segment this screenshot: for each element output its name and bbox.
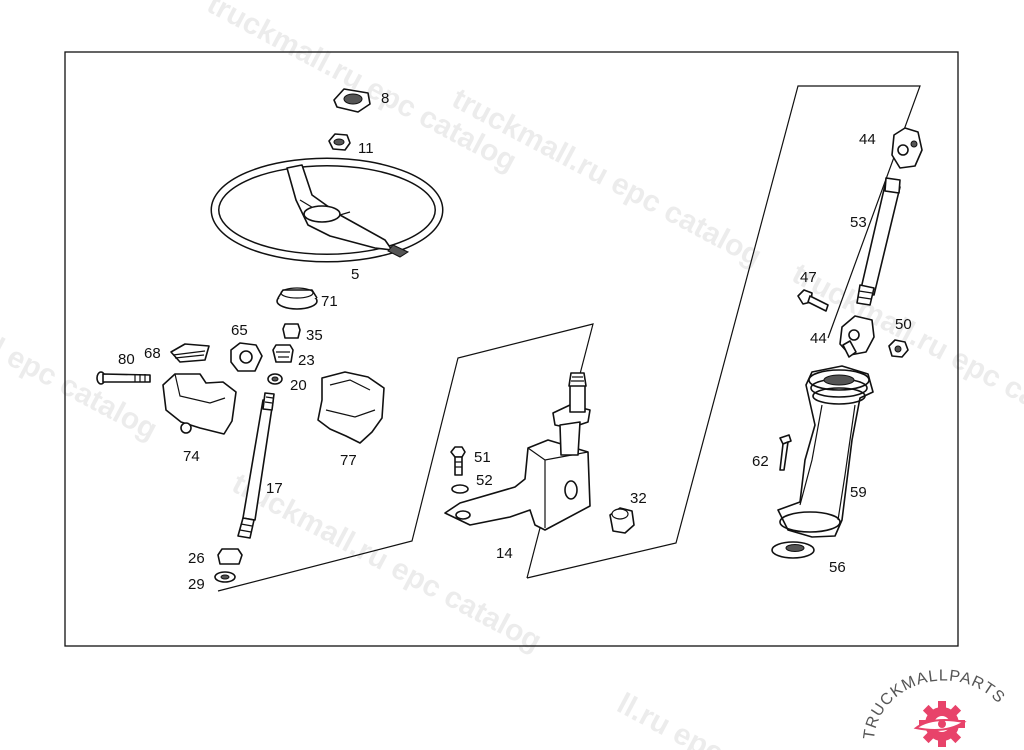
part-65-switch — [230, 342, 263, 372]
callout-68: 68 — [144, 345, 161, 362]
callout-23: 23 — [298, 352, 315, 369]
callout-77: 77 — [340, 452, 357, 469]
part-29-washer — [214, 571, 236, 583]
callout-14: 14 — [496, 545, 513, 562]
part-59-boot — [777, 365, 874, 538]
diagram-frame — [64, 51, 959, 647]
part-68-plate — [170, 343, 210, 363]
part-17-shaft — [237, 392, 275, 539]
watermark-text: l epc catalog — [0, 332, 163, 446]
part-50-nut — [888, 339, 909, 358]
callout-59: 59 — [850, 484, 867, 501]
part-51-bolt — [450, 446, 466, 476]
part-20-washer — [267, 373, 283, 385]
callout-17: 17 — [266, 480, 283, 497]
part-44-lower-joint — [839, 315, 875, 358]
callout-35: 35 — [306, 327, 323, 344]
watermark-text: ll.ru epc — [612, 687, 729, 750]
part-8-cover — [333, 88, 371, 113]
callout-50: 50 — [895, 316, 912, 333]
part-44-upper-joint — [891, 127, 923, 169]
truckmallparts-logo: TRUCKMALLPARTS — [861, 668, 1007, 747]
callout-47: 47 — [800, 269, 817, 286]
callout-51: 51 — [474, 449, 491, 466]
callout-44: 44 — [810, 330, 827, 347]
part-32-cap — [609, 507, 635, 534]
part-62-screw — [779, 434, 792, 471]
callout-5: 5 — [351, 266, 359, 283]
callout-74: 74 — [183, 448, 200, 465]
part-35-ring — [282, 323, 301, 339]
part-74-housing — [162, 373, 237, 435]
callout-26: 26 — [188, 550, 205, 567]
callout-52: 52 — [476, 472, 493, 489]
part-11-nut — [328, 133, 351, 151]
callout-44: 44 — [859, 131, 876, 148]
callout-8: 8 — [381, 90, 389, 107]
callout-32: 32 — [630, 490, 647, 507]
part-56-ring — [771, 541, 815, 559]
part-14-bracket — [444, 372, 591, 531]
part-77-cover — [317, 371, 385, 444]
callout-56: 56 — [829, 559, 846, 576]
part-26-nut — [217, 548, 243, 565]
callout-11: 11 — [358, 140, 374, 157]
callout-71: 71 — [321, 293, 338, 310]
callout-53: 53 — [850, 214, 867, 231]
part-5-steering-wheel — [210, 157, 444, 263]
part-23-bearing — [272, 344, 294, 363]
callout-65: 65 — [231, 322, 248, 339]
callout-80: 80 — [118, 351, 135, 368]
callout-20: 20 — [290, 377, 307, 394]
gear-icon — [913, 701, 967, 747]
part-71-sleeve — [276, 287, 318, 310]
callout-labels: 8 11 5 71 35 65 68 80 23 20 74 77 17 26 … — [118, 90, 912, 593]
callout-62: 62 — [752, 453, 769, 470]
part-47-bolt — [797, 289, 829, 312]
part-52-washer — [451, 484, 469, 494]
group-outline-shift — [526, 85, 921, 579]
watermark-text: truckmall.ru epc catalog — [447, 82, 767, 273]
part-80-bolt — [96, 371, 151, 385]
callout-29: 29 — [188, 576, 205, 593]
part-53-shaft — [856, 177, 901, 306]
